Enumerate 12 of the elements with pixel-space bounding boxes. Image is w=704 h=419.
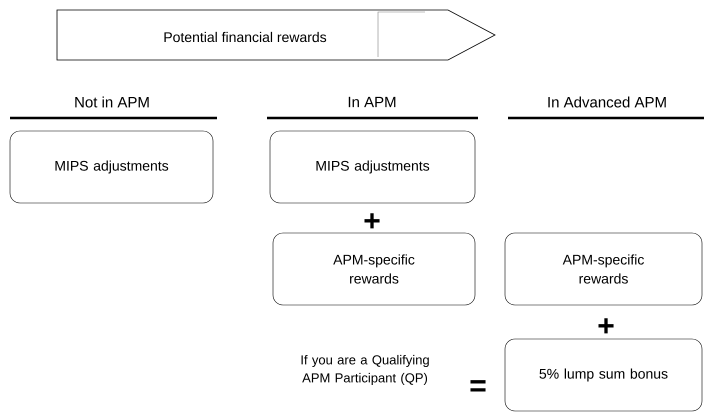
column-heading: In APM xyxy=(348,96,396,108)
rounded-box: 5% lump sum bonus xyxy=(504,338,702,412)
rounded-box: MIPS adjustments xyxy=(10,130,214,204)
column-heading: In Advanced APM xyxy=(548,96,666,108)
equals-sign: = xyxy=(470,380,486,392)
rounded-box: MIPS adjustments xyxy=(270,130,476,204)
rounded-box: APM-specific rewards xyxy=(504,232,702,306)
plus-sign: + xyxy=(598,318,614,334)
column-heading: Not in APM xyxy=(75,96,149,108)
condition-note: If you are a Qualifying APM Participant (QP) xyxy=(302,354,429,386)
plus-sign: + xyxy=(364,213,380,228)
rounded-box: APM-specific rewards xyxy=(272,232,476,306)
